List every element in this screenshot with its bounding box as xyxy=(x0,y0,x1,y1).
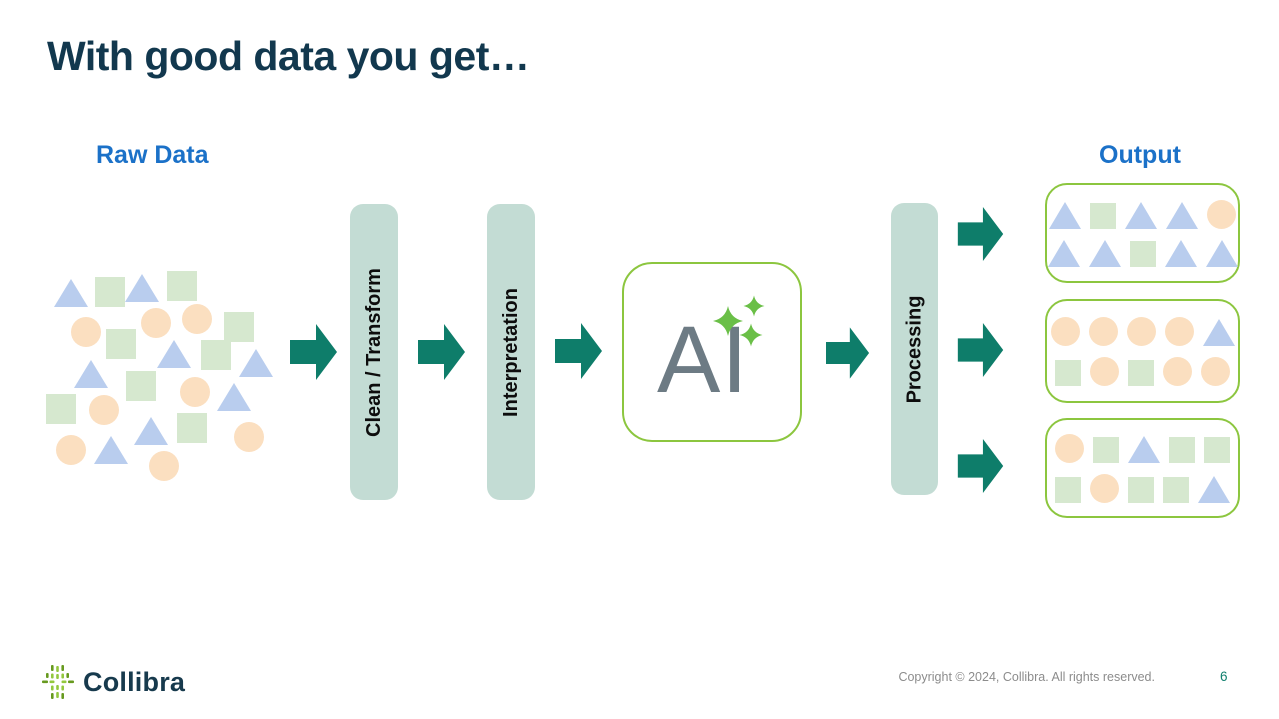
stage-label: Interpretation xyxy=(499,287,522,417)
square-shape xyxy=(1129,240,1156,267)
triangle-shape xyxy=(125,274,159,302)
stage-pill-processing: Processing xyxy=(891,203,938,495)
triangle-shape xyxy=(1088,239,1121,267)
flow-arrow-icon xyxy=(555,323,602,379)
square-shape xyxy=(1204,436,1230,463)
triangle-shape xyxy=(74,360,108,388)
triangle-shape xyxy=(94,436,128,464)
triangle-shape xyxy=(239,349,273,377)
circle-shape xyxy=(1055,433,1084,463)
triangle-shape xyxy=(1164,239,1197,267)
output-box-rows xyxy=(1047,199,1238,267)
square-shape xyxy=(1128,359,1154,386)
circle-shape xyxy=(1090,356,1119,386)
output-box-rows xyxy=(1055,433,1230,503)
circle-shape xyxy=(234,422,264,452)
stage-label: Processing xyxy=(903,295,926,403)
triangle-shape xyxy=(1205,239,1238,267)
circle-shape xyxy=(1164,316,1194,346)
flow-arrow-icon xyxy=(957,206,1004,262)
output-box-3 xyxy=(1045,418,1240,518)
circle-shape xyxy=(180,377,210,407)
triangle-shape xyxy=(1128,435,1160,463)
circle-shape xyxy=(1050,316,1080,346)
square-shape xyxy=(1093,436,1119,463)
triangle-shape xyxy=(1125,201,1157,229)
raw-data-label: Raw Data xyxy=(96,141,209,169)
circle-shape xyxy=(1126,316,1156,346)
output-shape-row xyxy=(1055,473,1230,503)
flow-arrow-icon xyxy=(957,438,1004,494)
square-shape xyxy=(224,312,254,342)
triangle-shape xyxy=(1198,475,1230,503)
output-box-2 xyxy=(1045,299,1240,403)
output-box-rows xyxy=(1050,316,1235,386)
square-shape xyxy=(201,340,231,370)
stage-pill-interpretation: Interpretation xyxy=(487,204,535,500)
square-shape xyxy=(95,277,125,307)
circle-shape xyxy=(182,304,212,334)
circle-shape xyxy=(1201,356,1230,386)
ai-sparkles-icon xyxy=(713,295,765,347)
square-shape xyxy=(1090,202,1116,229)
triangle-shape xyxy=(157,340,191,368)
circle-shape xyxy=(141,308,171,338)
circle-shape xyxy=(56,435,86,465)
square-shape xyxy=(1169,436,1195,463)
triangle-shape xyxy=(1166,201,1198,229)
collibra-mark-icon xyxy=(42,665,74,699)
output-shape-row xyxy=(1055,433,1230,463)
square-shape xyxy=(1128,476,1154,503)
circle-shape xyxy=(1090,473,1119,503)
stage-label: Clean / Transform xyxy=(362,267,385,437)
circle-shape xyxy=(71,317,101,347)
triangle-shape xyxy=(1049,201,1081,229)
flow-arrow-icon xyxy=(957,322,1004,378)
flow-arrow-icon xyxy=(826,327,870,379)
circle-shape xyxy=(1088,316,1118,346)
copyright-text: Copyright © 2024, Collibra. All rights r… xyxy=(898,670,1155,684)
square-shape xyxy=(177,413,207,443)
ai-box: AI xyxy=(622,262,802,442)
output-shape-row xyxy=(1051,356,1235,386)
output-shape-row xyxy=(1047,239,1238,267)
circle-shape xyxy=(149,451,179,481)
square-shape xyxy=(46,394,76,424)
flow-arrow-icon xyxy=(418,324,465,380)
square-shape xyxy=(1055,476,1081,503)
output-shape-row xyxy=(1050,316,1235,346)
page-number: 6 xyxy=(1220,669,1228,684)
circle-shape xyxy=(1207,199,1236,229)
output-label: Output xyxy=(1099,141,1181,169)
square-shape xyxy=(1055,359,1081,386)
collibra-wordmark: Collibra xyxy=(83,666,186,697)
stage-pill-clean-transform: Clean / Transform xyxy=(350,204,398,500)
triangle-shape xyxy=(54,279,88,307)
circle-shape xyxy=(89,395,119,425)
collibra-logo: Collibra xyxy=(42,665,185,699)
output-shape-row xyxy=(1048,199,1238,229)
output-box-1 xyxy=(1045,183,1240,283)
triangle-shape xyxy=(1202,318,1235,346)
triangle-shape xyxy=(217,383,251,411)
ai-label: AI xyxy=(657,307,749,413)
flow-arrow-icon xyxy=(290,324,337,380)
triangle-shape xyxy=(1047,239,1080,267)
circle-shape xyxy=(1163,356,1192,386)
slide-title: With good data you get… xyxy=(47,33,530,79)
triangle-shape xyxy=(134,417,168,445)
square-shape xyxy=(167,271,197,301)
square-shape xyxy=(106,329,136,359)
square-shape xyxy=(1163,476,1189,503)
square-shape xyxy=(126,371,156,401)
